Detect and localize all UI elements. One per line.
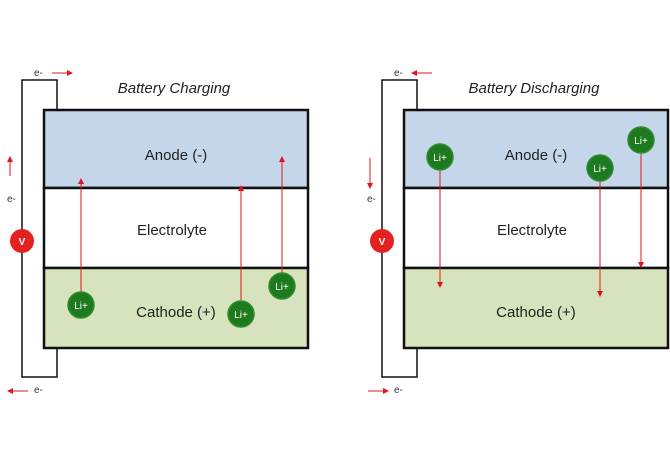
- discharging-anode-label: Anode (-): [505, 147, 568, 164]
- svg-text:Li+: Li+: [634, 136, 648, 147]
- charging-electrolyte-label: Electrolyte: [137, 222, 207, 239]
- charging-lithium-ion: Li+: [268, 272, 296, 300]
- discharging-voltmeter-label: V: [379, 237, 386, 248]
- charging-electron-side-label: e-: [7, 194, 16, 205]
- discharging-electrolyte-label: Electrolyte: [497, 222, 567, 239]
- charging-voltmeter: [10, 229, 34, 253]
- discharging-electrolyte-layer: [402, 186, 670, 270]
- charging-electrolyte-layer: [42, 186, 310, 270]
- svg-text:Li+: Li+: [593, 164, 607, 175]
- charging-external-wire: [21, 79, 58, 378]
- charging-anode-label: Anode (-): [145, 147, 208, 164]
- svg-text:Li+: Li+: [234, 310, 248, 321]
- svg-text:Li+: Li+: [433, 153, 447, 164]
- discharging-cathode-label: Cathode (+): [496, 304, 576, 321]
- charging-voltmeter-label: V: [19, 237, 26, 248]
- discharging-lithium-ion: Li+: [586, 154, 614, 182]
- charging-title: Battery Charging: [118, 80, 231, 97]
- svg-text:Li+: Li+: [74, 301, 88, 312]
- discharging-electron-side-label: e-: [367, 194, 376, 205]
- discharging-title: Battery Discharging: [469, 80, 601, 97]
- discharging-electron-top-label: e-: [394, 68, 403, 79]
- charging-electron-bottom-label: e-: [34, 385, 43, 396]
- charging-panel: Battery Charging Anode (-) Electrolyte C…: [7, 68, 310, 396]
- discharging-electron-bottom-label: e-: [394, 385, 403, 396]
- charging-electron-top-label: e-: [34, 68, 43, 79]
- discharging-cathode-layer: [402, 266, 670, 350]
- discharging-lithium-ion: Li+: [426, 143, 454, 171]
- discharging-external-wire: [381, 79, 418, 378]
- discharging-panel: Battery Discharging Anode (-) Electrolyt…: [367, 68, 670, 396]
- discharging-voltmeter: [370, 229, 394, 253]
- charging-cathode-label: Cathode (+): [136, 304, 216, 321]
- discharging-lithium-ion: Li+: [627, 126, 655, 154]
- charging-lithium-ion: Li+: [67, 291, 95, 319]
- charging-lithium-ion: Li+: [227, 300, 255, 328]
- svg-text:Li+: Li+: [275, 282, 289, 293]
